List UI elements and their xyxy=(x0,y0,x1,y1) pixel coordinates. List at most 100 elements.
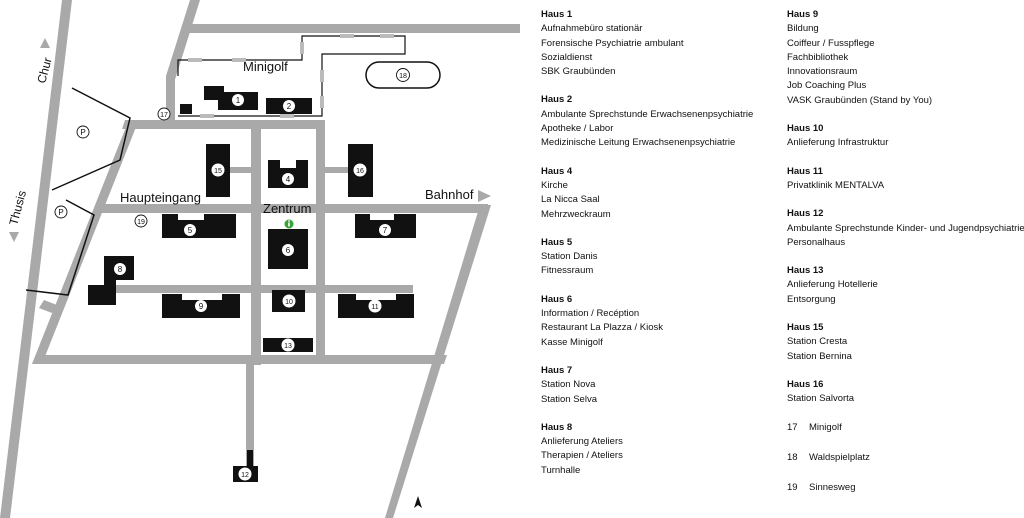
legend-line: Apotheke / Labor xyxy=(541,123,614,135)
svg-text:13: 13 xyxy=(284,343,292,350)
svg-text:16: 16 xyxy=(356,168,364,175)
legend-extra-item: 17 Minigolf xyxy=(787,421,1024,435)
marker-9[interactable]: 9 xyxy=(195,300,207,312)
marker-11[interactable]: 11 xyxy=(368,299,382,313)
legend-line: La Nicca Saal xyxy=(541,194,600,206)
svg-text:10: 10 xyxy=(285,299,293,306)
legend-line: Ambulante Sprechstunde Kinder- und Jugen… xyxy=(787,222,1024,234)
svg-text:P: P xyxy=(58,208,63,217)
legend-line: Aufnahmebüro stationär xyxy=(541,23,643,35)
legend-extra-item: 19 Sinnesweg xyxy=(787,481,1024,495)
legend-line: Station Danis xyxy=(541,251,598,263)
svg-text:18: 18 xyxy=(399,73,407,80)
legend-line: Coiffeur / Fusspflege xyxy=(787,37,875,49)
legend-line: Entsorgung xyxy=(787,293,836,305)
svg-text:12: 12 xyxy=(241,472,249,479)
legend-line: Forensische Psychiatrie ambulant xyxy=(541,37,684,49)
parking-marker-2: P xyxy=(54,205,68,219)
legend-line: Station Cresta xyxy=(787,336,848,348)
legend-extra-label: Minigolf xyxy=(809,421,842,433)
legend-line: Privatklinik MENTALVA xyxy=(787,179,885,191)
legend-line: Kasse Minigolf xyxy=(541,336,603,348)
marker-17[interactable]: 17 xyxy=(157,107,171,121)
legend-line: Anlieferung Infrastruktur xyxy=(787,137,889,149)
building-markers: 1 2 4 5 6 7 8 9 10 11 12 13 15 16 17 18 … xyxy=(114,68,410,481)
marker-18[interactable]: 18 xyxy=(396,68,410,82)
legend-house-title: Haus 2 xyxy=(541,94,573,106)
legend-line: Mehrzweckraum xyxy=(541,208,611,220)
legend-line: Fitnessraum xyxy=(541,265,594,277)
marker-19[interactable]: 19 xyxy=(134,214,148,228)
legend-house-title: Haus 12 xyxy=(787,208,824,220)
legend-group: Haus 12 Ambulante Sprechstunde Kinder- un… xyxy=(787,207,1024,250)
svg-text:8: 8 xyxy=(118,265,123,274)
legend-line: Station Salvorta xyxy=(787,393,855,405)
legend-extra-number: 17 xyxy=(787,421,798,433)
legend-line: Ambulante Sprechstunde Erwachsenenpsychi… xyxy=(541,108,754,120)
legend-line: Turnhalle xyxy=(541,464,581,476)
marker-5[interactable]: 5 xyxy=(184,224,196,236)
svg-text:15: 15 xyxy=(214,168,222,175)
site-map: 1 2 4 5 6 7 8 9 10 11 12 13 15 16 17 18 … xyxy=(0,0,520,518)
legend-extra-label: Sinnesweg xyxy=(809,482,856,494)
legend-house-title: Haus 7 xyxy=(541,364,573,376)
marker-13[interactable]: 13 xyxy=(281,338,295,352)
label-minigolf: Minigolf xyxy=(243,59,288,74)
legend-house-title: Haus 11 xyxy=(787,165,823,177)
label-bahnhof: Bahnhof xyxy=(425,187,474,202)
legend-group: Haus 16 Station Salvorta xyxy=(787,378,1024,407)
legend-line: VASK Graubünden (Stand by You) xyxy=(787,94,933,106)
svg-text:7: 7 xyxy=(383,226,388,235)
legend-extra-label: Waldspielplatz xyxy=(809,451,870,463)
svg-text:9: 9 xyxy=(199,302,204,311)
legend-line: Medizinische Leitung Erwachsenenpsychiat… xyxy=(541,137,736,149)
legend-house-title: Haus 10 xyxy=(787,123,824,135)
legend-line: Kirche xyxy=(541,179,568,191)
legend-house-title: Haus 15 xyxy=(787,322,824,334)
marker-12[interactable]: 12 xyxy=(238,467,252,481)
marker-7[interactable]: 7 xyxy=(379,224,391,236)
legend-line: Sozialdienst xyxy=(541,51,593,63)
marker-15[interactable]: 15 xyxy=(211,163,225,177)
legend-house-title: Haus 16 xyxy=(787,378,824,390)
legend-line: SBK Graubünden xyxy=(541,66,616,78)
legend-line: Therapien / Ateliers xyxy=(541,450,623,462)
marker-8[interactable]: 8 xyxy=(114,263,126,275)
legend-group: Haus 11 Privatklinik MENTALVA xyxy=(787,165,1024,194)
marker-10[interactable]: 10 xyxy=(282,294,296,308)
legend-group: Haus 2 Ambulante Sprechstunde Erwachsenen… xyxy=(541,93,753,150)
legend-line: Station Selva xyxy=(541,393,597,405)
parking-marker-1: P xyxy=(76,125,90,139)
marker-4[interactable]: 4 xyxy=(282,173,294,185)
legend-line: Anlieferung Hotellerie xyxy=(787,279,878,291)
legend-house-title: Haus 8 xyxy=(541,421,573,433)
legend-line: Job Coaching Plus xyxy=(787,80,867,92)
marker-1[interactable]: 1 xyxy=(232,94,244,106)
north-arrow-icon xyxy=(414,496,422,508)
legend-line: Bildung xyxy=(787,23,819,35)
svg-text:2: 2 xyxy=(287,102,292,111)
svg-text:17: 17 xyxy=(160,112,168,119)
legend-extra-number: 19 xyxy=(787,482,798,494)
legend-house-title: Haus 9 xyxy=(787,9,819,20)
legend-house-title: Haus 6 xyxy=(541,293,573,305)
marker-2[interactable]: 2 xyxy=(283,100,295,112)
marker-16[interactable]: 16 xyxy=(353,163,367,177)
svg-text:P: P xyxy=(80,128,85,137)
marker-6[interactable]: 6 xyxy=(282,244,294,256)
info-icon xyxy=(284,219,294,229)
legend-line: Innovationsraum xyxy=(787,66,858,78)
label-thusis: Thusis xyxy=(6,189,29,227)
